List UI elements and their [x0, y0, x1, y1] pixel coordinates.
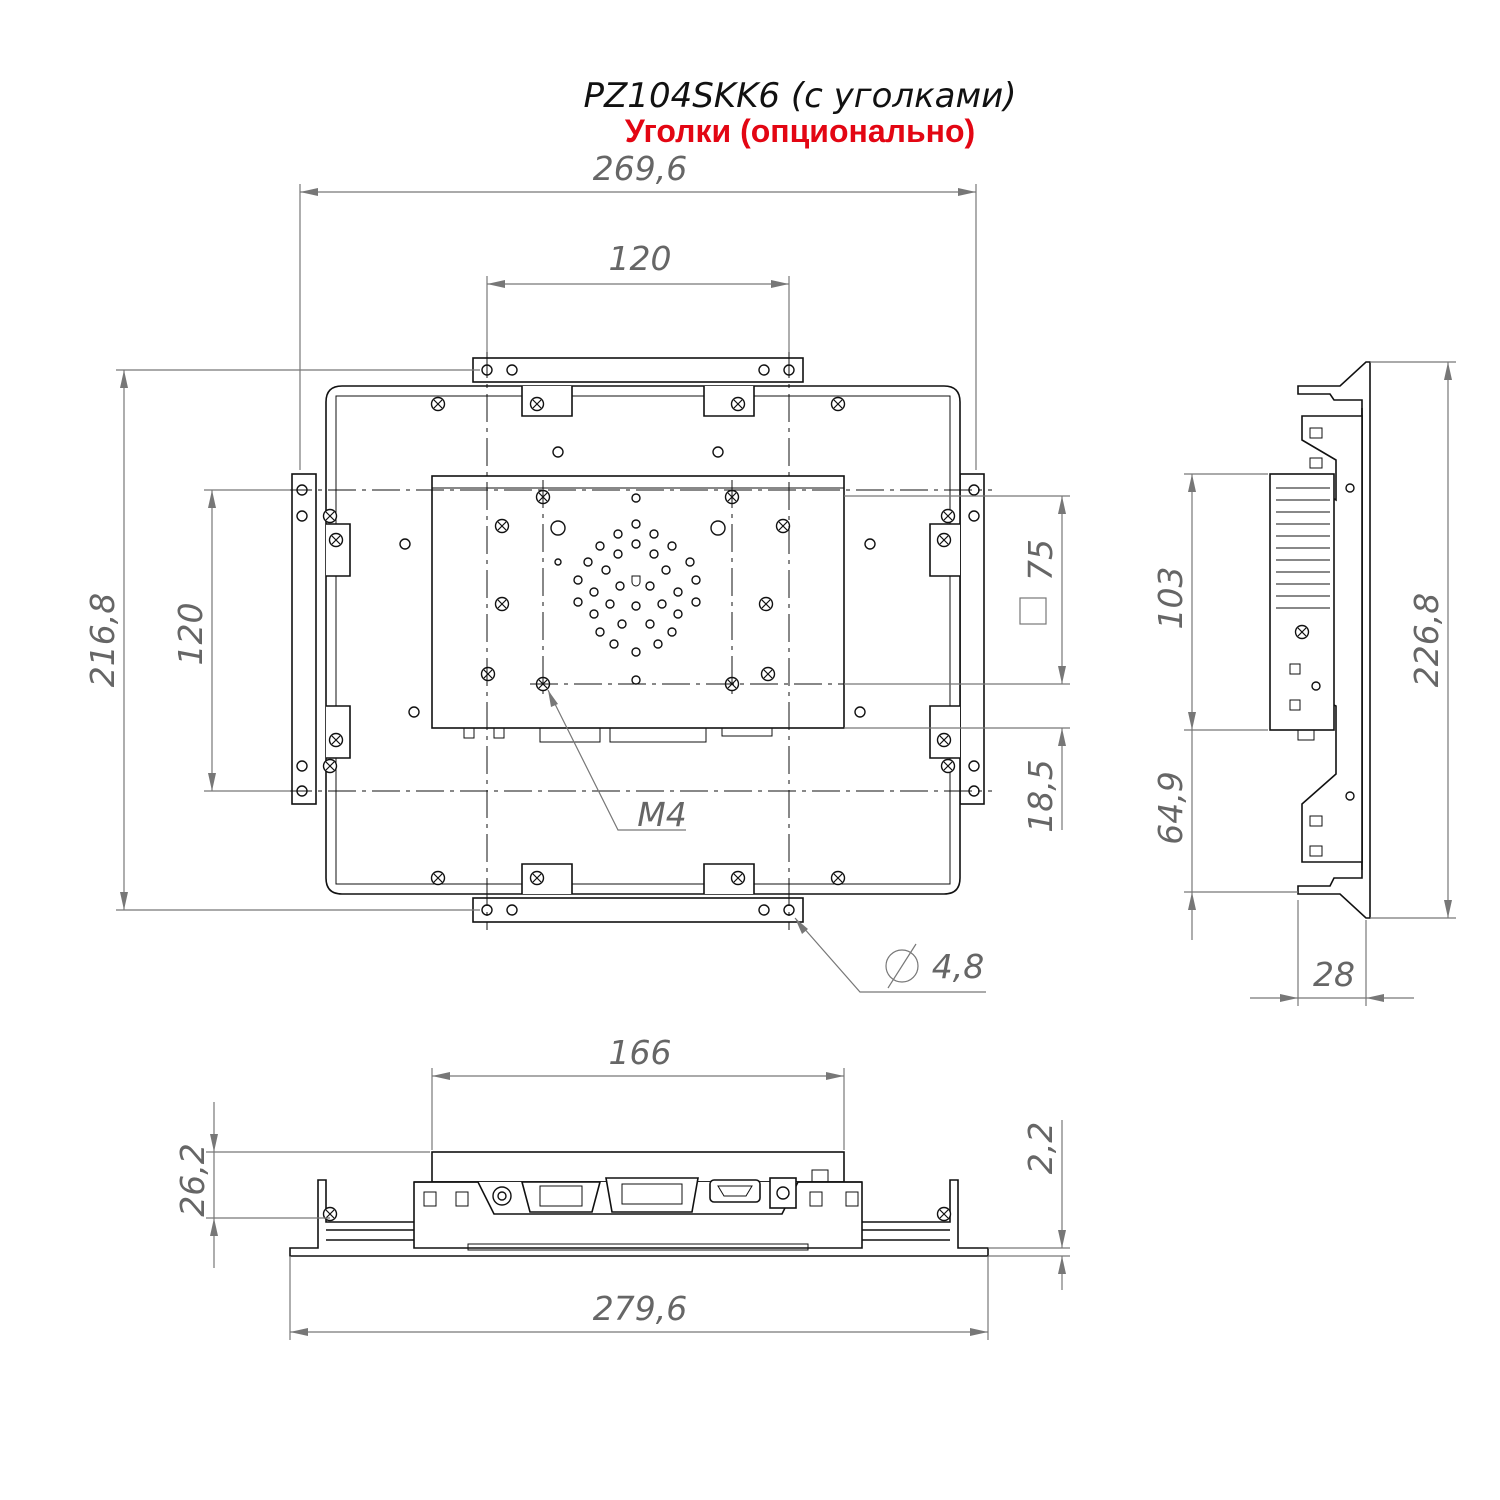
dim-vesa-width: 120	[609, 239, 672, 278]
bottom-view	[289, 1151, 989, 1257]
dim-bottom-depth: 26,2	[173, 1143, 212, 1216]
dimension-lines	[116, 184, 1456, 1340]
dim-hole-diameter: 4,8	[932, 947, 984, 986]
drawing-subtitle: Уголки (опционально)	[625, 113, 975, 149]
dim-depth: 28	[1313, 955, 1355, 994]
dim-overall-width: 269,6	[593, 149, 687, 188]
front-view	[284, 350, 1070, 930]
dim-side-upper: 103	[1151, 567, 1190, 630]
dim-box-width: 166	[609, 1033, 672, 1072]
dim-vesa-height: 120	[171, 603, 210, 666]
dim-overall-height: 216,8	[83, 593, 122, 687]
dim-side-lower: 64,9	[1151, 771, 1190, 844]
dim-thread: M4	[637, 795, 686, 834]
dim-bottom-width: 279,6	[593, 1289, 687, 1328]
vent-holes	[573, 519, 701, 657]
dim-side-height: 226,8	[1407, 593, 1446, 687]
dim-bottom-offset: 18,5	[1021, 759, 1060, 832]
dim-vesa-square: 75	[1021, 539, 1060, 581]
dimension-labels: 269,6 120 216,8 120 75 18,5 M4 4,8 226,8…	[83, 149, 1446, 1328]
drawing-title: PZ104SKK6 (с уголками)	[584, 76, 1017, 116]
side-view	[1269, 361, 1371, 919]
side-vent-slots	[1276, 487, 1330, 609]
dim-bezel: 2,2	[1021, 1122, 1060, 1174]
